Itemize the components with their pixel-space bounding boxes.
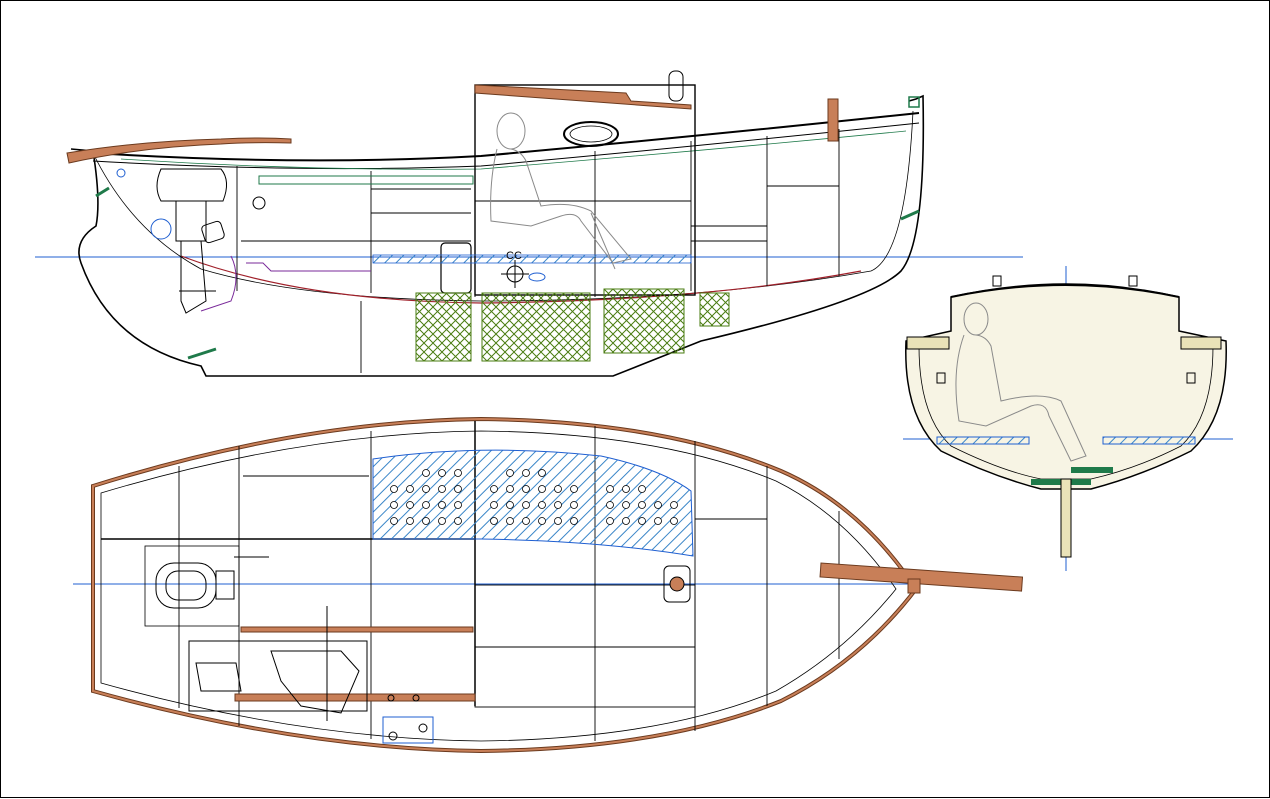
cabin-roof-trim xyxy=(474,84,692,110)
hatch-cover-handle xyxy=(668,70,684,102)
section-view xyxy=(903,266,1233,571)
plan-view xyxy=(73,416,1024,754)
porthole-icon xyxy=(563,121,619,147)
centerboard xyxy=(1060,478,1072,558)
keel-line xyxy=(180,255,862,304)
section-sole-left xyxy=(936,436,1030,445)
rudder-pintle xyxy=(907,578,921,594)
side-profile-view: CC xyxy=(35,70,1023,377)
section-hull xyxy=(905,283,1227,490)
outboard-motor-icon xyxy=(156,168,227,314)
outboard-bracket xyxy=(200,255,237,312)
sheer-line-lower xyxy=(92,122,920,170)
cleat-icon xyxy=(95,186,920,360)
mast-step xyxy=(827,98,839,142)
locker-outline xyxy=(246,262,371,272)
section-sole-right xyxy=(1102,436,1196,445)
section-seats xyxy=(906,336,1222,350)
outboard-motor-icon xyxy=(155,556,269,609)
hull-inner-plan xyxy=(100,430,897,742)
motor-well xyxy=(144,545,240,627)
outboard-motor-side-icon xyxy=(188,606,368,721)
bow-fitting xyxy=(908,96,920,108)
shelf-profile xyxy=(258,175,474,185)
fitting-box xyxy=(382,716,434,744)
bulkheads-profile xyxy=(236,129,840,373)
cabin-sole-profile xyxy=(372,254,692,264)
vent-circle xyxy=(150,218,172,240)
drain-holes xyxy=(390,469,678,525)
hatch-icon xyxy=(440,242,472,294)
seated-figure-icon xyxy=(490,112,632,270)
thwarts xyxy=(234,562,1024,702)
cabin-side xyxy=(474,84,696,296)
cockpit-sole xyxy=(372,449,694,557)
section-bilge-green xyxy=(1071,467,1113,473)
tiller-rail xyxy=(66,137,292,164)
hull-outline-profile xyxy=(70,94,925,377)
fitting-circle xyxy=(252,196,266,210)
seated-figure-icon xyxy=(955,302,1087,462)
cc-label: CC xyxy=(506,250,522,262)
cleat-icon xyxy=(387,565,691,741)
section-cabin-top xyxy=(950,284,1180,298)
porthole-inner xyxy=(569,125,613,143)
vent-circle-small xyxy=(116,168,126,178)
sheer-line xyxy=(92,112,920,162)
flotation-blocks xyxy=(415,288,730,362)
clamp-line xyxy=(120,130,907,170)
center-of-gravity-icon xyxy=(501,260,546,288)
cleat-icon xyxy=(936,275,1196,384)
